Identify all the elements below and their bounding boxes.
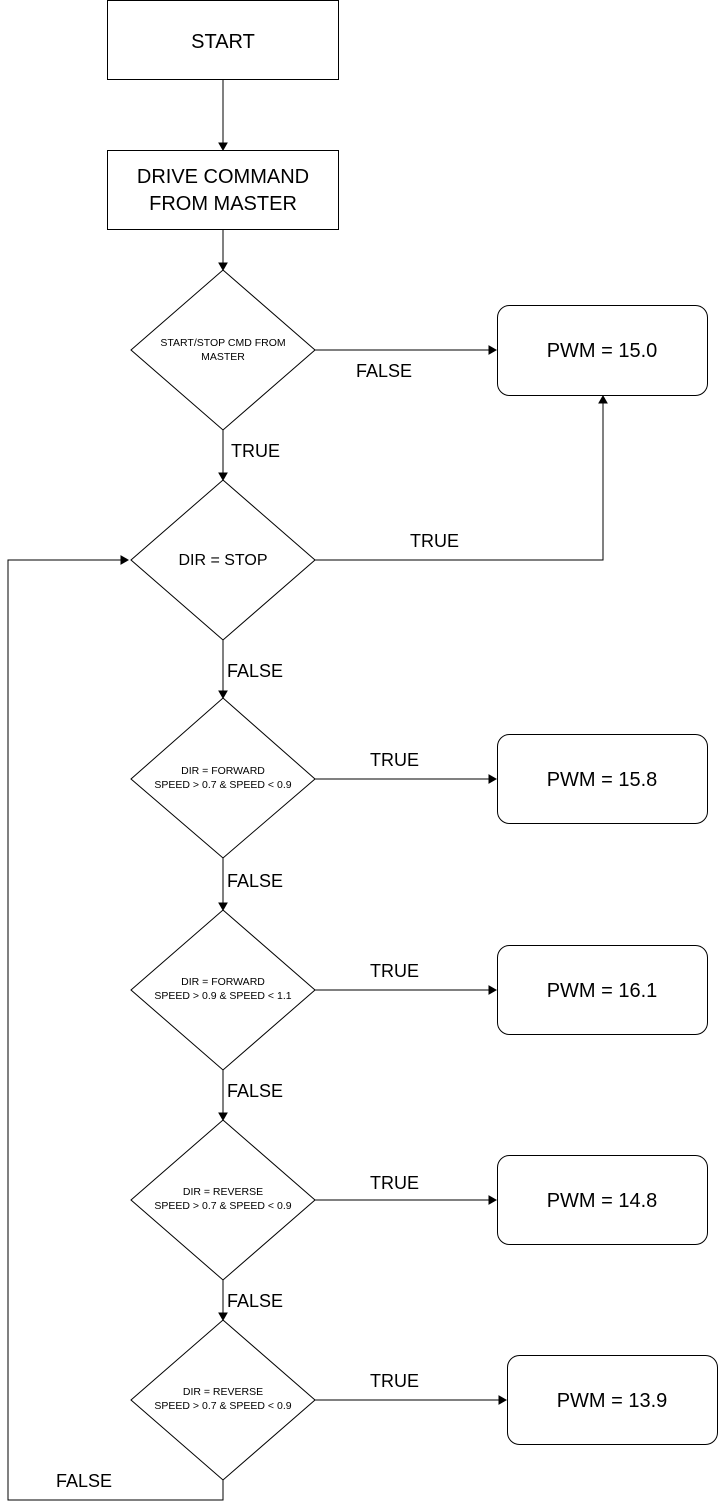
edge-label-fwd-1-false: FALSE (227, 871, 283, 891)
decision-reverse-2-line1: DIR = REVERSE (183, 1386, 263, 1398)
decision-forward-2-line1: DIR = FORWARD (181, 976, 265, 988)
edge-label-rev-2-false: FALSE (56, 1471, 112, 1491)
edge-label-rev-2-true: TRUE (370, 1371, 419, 1391)
arrowhead (218, 1312, 228, 1322)
pwm-node-15-0: PWM = 15.0 (497, 305, 708, 396)
edge-label-fwd-2-false: FALSE (227, 1081, 283, 1101)
decision-forward-1-line2: SPEED > 0.7 & SPEED < 0.9 (154, 779, 291, 791)
decision-reverse-1-line2: SPEED > 0.7 & SPEED < 0.9 (154, 1200, 291, 1212)
edge-label-rev-1-true: TRUE (370, 1173, 419, 1193)
edge-labels: FALSE TRUE TRUE FALSE TRUE FALSE TRUE FA… (56, 361, 459, 1491)
pwm-node-13-9: PWM = 13.9 (507, 1355, 718, 1445)
arrowhead (218, 690, 228, 700)
decision-forward-2-line2: SPEED > 0.9 & SPEED < 1.1 (154, 990, 291, 1002)
edge-label-start-stop-true: TRUE (231, 441, 280, 461)
arrowhead (488, 985, 498, 995)
start-node: START (107, 0, 339, 80)
pwm-15-8-label: PWM = 15.8 (547, 769, 658, 791)
decision-start-stop: START/STOP CMD FROM MASTER (130, 269, 316, 431)
edge-label-fwd-2-true: TRUE (370, 961, 419, 981)
connector-rev2-false-loop (7, 559, 224, 1501)
drive-command-node: DRIVE COMMAND FROM MASTER (107, 150, 339, 230)
decision-start-stop-line2: MASTER (201, 351, 245, 363)
pwm-16-1-label: PWM = 16.1 (547, 980, 658, 1002)
arrowhead (488, 774, 498, 784)
edge-label-dir-stop-true: TRUE (410, 531, 459, 551)
arrowhead (498, 1395, 508, 1405)
drive-command-label-line1: DRIVE COMMAND (137, 166, 309, 188)
decision-reverse-1-line1: DIR = REVERSE (183, 1186, 263, 1198)
edge-label-fwd-1-true: TRUE (370, 750, 419, 770)
pwm-14-8-label: PWM = 14.8 (547, 1190, 658, 1212)
decision-reverse-2: DIR = REVERSE SPEED > 0.7 & SPEED < 0.9 (130, 1319, 316, 1481)
drive-command-label-line2: FROM MASTER (149, 193, 297, 215)
edge-label-start-stop-false: FALSE (356, 361, 412, 381)
arrowhead (218, 472, 228, 482)
pwm-15-0-label: PWM = 15.0 (547, 340, 658, 362)
arrowhead (218, 1112, 228, 1122)
decision-dir-stop-label: DIR = STOP (178, 552, 267, 569)
pwm-node-16-1: PWM = 16.1 (497, 945, 708, 1035)
edge-label-dir-stop-false: FALSE (227, 661, 283, 681)
connectors (7, 80, 608, 1501)
decision-reverse-2-line2: SPEED > 0.7 & SPEED < 0.9 (154, 1400, 291, 1412)
arrowhead (598, 394, 608, 404)
decision-forward-2: DIR = FORWARD SPEED > 0.9 & SPEED < 1.1 (130, 909, 316, 1071)
arrowhead (120, 555, 130, 565)
connector-dirstop-true (315, 402, 604, 561)
pwm-node-14-8: PWM = 14.8 (497, 1155, 708, 1245)
decision-dir-stop: DIR = STOP (130, 479, 316, 641)
arrowhead (218, 902, 228, 912)
decision-start-stop-line1: START/STOP CMD FROM (160, 337, 285, 349)
decision-forward-1-line1: DIR = FORWARD (181, 765, 265, 777)
decision-reverse-1: DIR = REVERSE SPEED > 0.7 & SPEED < 0.9 (130, 1119, 316, 1281)
pwm-node-15-8: PWM = 15.8 (497, 734, 708, 824)
edge-label-rev-1-false: FALSE (227, 1291, 283, 1311)
arrowhead (488, 1195, 498, 1205)
decision-forward-1: DIR = FORWARD SPEED > 0.7 & SPEED < 0.9 (130, 697, 316, 859)
pwm-13-9-label: PWM = 13.9 (557, 1390, 668, 1412)
arrowhead (488, 345, 498, 355)
arrowhead (218, 142, 228, 152)
start-label: START (191, 31, 255, 53)
arrowhead (218, 262, 228, 272)
